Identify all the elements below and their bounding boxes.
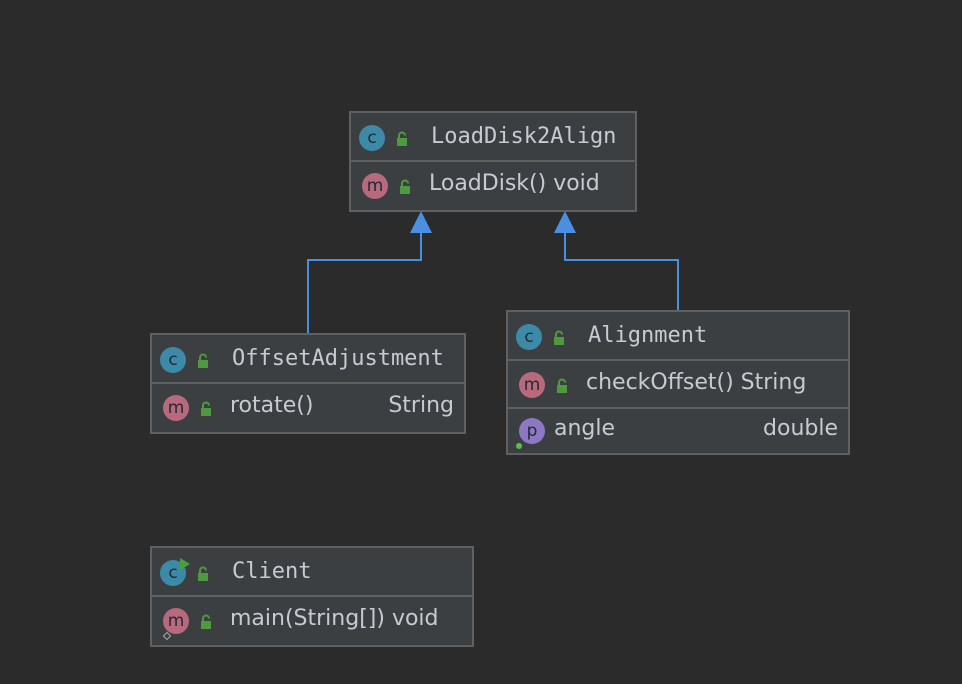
class-name: LoadDisk2Align: [431, 124, 617, 149]
public-lock-icon: [554, 330, 564, 345]
class-badge-icon: c: [160, 347, 186, 373]
method-badge-icon: m: [163, 608, 189, 634]
method-signature: LoadDisk() void: [429, 171, 600, 196]
inheritance-line-offsetadjustment: [307, 232, 422, 334]
inheritance-arrowhead-alignment: [554, 211, 576, 233]
static-marker-icon: [162, 631, 172, 641]
class-badge-icon: c: [516, 324, 542, 350]
inheritance-line-alignment: [564, 232, 679, 311]
public-lock-icon: [201, 614, 211, 629]
public-lock-icon: [400, 179, 410, 194]
class-header-client: c Client: [152, 548, 472, 597]
public-lock-icon: [198, 353, 208, 368]
field-name: angle: [554, 416, 616, 441]
class-box-loaddisk2align[interactable]: c LoadDisk2Align m LoadDisk() void: [349, 111, 637, 212]
method-signature: checkOffset() String: [586, 370, 807, 395]
class-box-offsetadjustment[interactable]: c OffsetAdjustment m rotate() String: [150, 333, 466, 434]
public-lock-icon: [201, 401, 211, 416]
run-marker-icon: [180, 558, 190, 570]
class-name: Client: [232, 559, 312, 584]
method-signature: main(String[]) void: [230, 606, 439, 631]
public-lock-icon: [557, 378, 567, 393]
method-name: rotate(): [230, 393, 314, 418]
method-badge-icon: m: [362, 173, 388, 199]
method-badge-icon: m: [519, 372, 545, 398]
class-box-alignment[interactable]: c Alignment m checkOffset() String p ang…: [506, 310, 850, 455]
inheritance-arrowhead-offsetadjustment: [410, 211, 432, 233]
method-row: m rotate() String: [152, 384, 464, 432]
method-return-type: String: [388, 393, 454, 418]
public-lock-icon: [397, 131, 407, 146]
public-lock-icon: [198, 566, 208, 581]
method-row: m checkOffset() String: [508, 361, 848, 409]
property-badge-icon: p: [519, 418, 545, 444]
class-badge-icon: c: [359, 125, 385, 151]
class-box-client[interactable]: c Client m main(String[]) void: [150, 546, 474, 647]
class-header-offsetadjustment: c OffsetAdjustment: [152, 335, 464, 384]
method-row: m main(String[]) void: [152, 597, 472, 645]
class-header-alignment: c Alignment: [508, 312, 848, 361]
field-marker-icon: [516, 443, 522, 449]
method-row: m LoadDisk() void: [351, 162, 635, 210]
field-row: p angle double: [508, 409, 848, 453]
field-type: double: [763, 416, 838, 441]
class-header-loaddisk2align: c LoadDisk2Align: [351, 113, 635, 162]
class-name: OffsetAdjustment: [232, 346, 444, 371]
class-name: Alignment: [588, 323, 708, 348]
method-badge-icon: m: [163, 395, 189, 421]
